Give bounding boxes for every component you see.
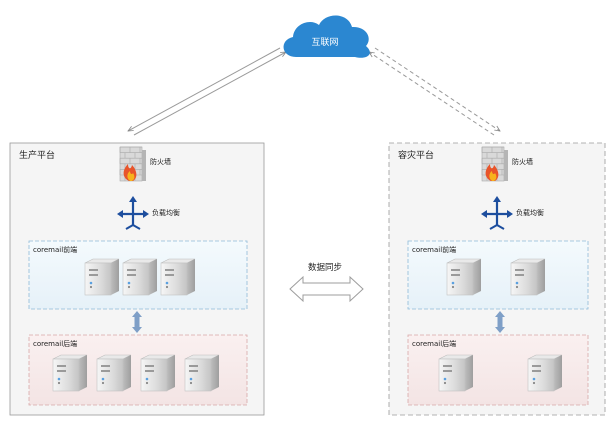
load-balancer-icon: [481, 196, 513, 230]
server-icon: [160, 258, 196, 296]
server-icon: [96, 354, 132, 392]
site-panels: 生产平台防火墙负载均衡coremail前端coremail后端容灾平台防火墙负载…: [9, 142, 606, 416]
frontend-tier-label: coremail前端: [33, 245, 77, 254]
server-icon: [510, 258, 546, 296]
server-icon: [184, 354, 220, 392]
server-icon: [84, 258, 120, 296]
server-icon: [527, 354, 563, 392]
double-arrow-icon: [289, 275, 364, 303]
load-balancer-label: 负载均衡: [152, 208, 180, 217]
server-icon: [122, 258, 158, 296]
data-sync: 数据同步: [289, 262, 364, 303]
frontend-tier: coremail前端: [28, 240, 248, 310]
frontend-tier-label: coremail前端: [412, 245, 456, 254]
backend-tier-label: coremail后端: [412, 339, 456, 348]
backend-tier: coremail后端: [28, 334, 248, 406]
link-to-disaster-recovery: [374, 47, 500, 131]
server-icon: [446, 258, 482, 296]
internet-cloud-icon: 互联网: [283, 15, 370, 58]
site-title: 容灾平台: [398, 149, 434, 161]
sync-label: 数据同步: [308, 262, 342, 273]
site-title: 生产平台: [19, 149, 55, 161]
cloud-label: 互联网: [311, 37, 338, 48]
server-icon: [52, 354, 88, 392]
firewall-icon: [119, 146, 146, 182]
link-from-production: [133, 52, 286, 136]
server-icon: [438, 354, 474, 392]
link-to-production: [128, 47, 281, 131]
firewall-label: 防火墙: [512, 157, 533, 166]
firewall-label: 防火墙: [150, 157, 171, 166]
vertical-link-arrow-icon: [132, 311, 142, 333]
server-icon: [140, 354, 176, 392]
backend-tier: coremail后端: [407, 334, 589, 406]
load-balancer-label: 负载均衡: [516, 208, 544, 217]
link-from-disaster-recovery: [369, 52, 495, 136]
load-balancer-icon: [117, 196, 149, 230]
frontend-tier: coremail前端: [407, 240, 589, 310]
firewall-icon: [481, 146, 508, 182]
backend-tier-label: coremail后端: [33, 339, 77, 348]
internet-links: [128, 47, 500, 136]
vertical-link-arrow-icon: [495, 311, 505, 333]
